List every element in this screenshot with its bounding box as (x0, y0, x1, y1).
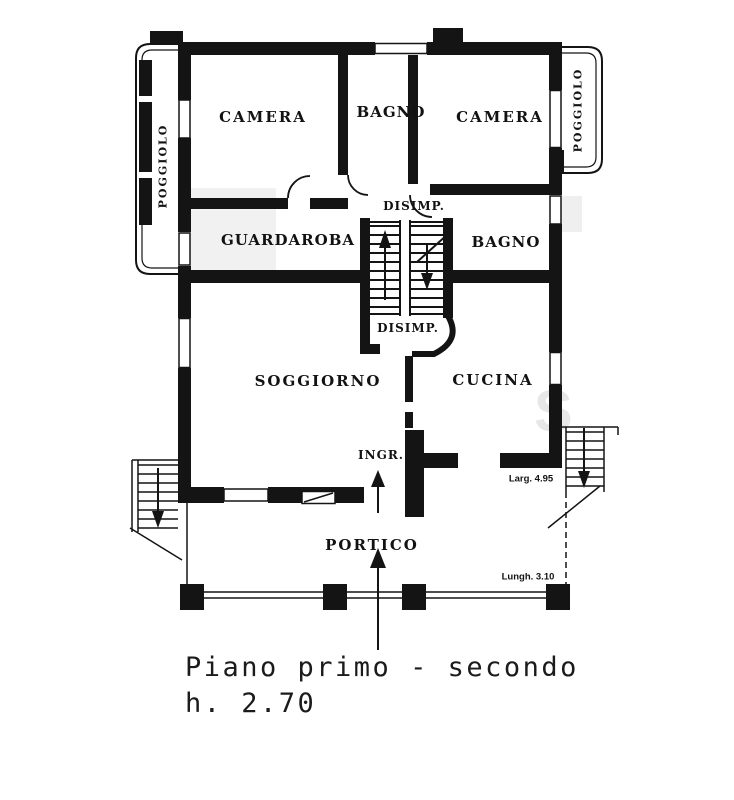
room-label-portico: PORTICO (325, 536, 419, 554)
balcony-right (556, 46, 603, 174)
room-label-disimp-top: DISIMP. (383, 199, 445, 213)
terrain-line (547, 485, 601, 529)
room-label-camera-left: CAMERA (219, 108, 307, 126)
curved-wall (412, 314, 456, 357)
door-arcs (287, 174, 433, 218)
room-label-poggiolo-left: POGGIOLO (156, 123, 170, 209)
entrance-arrow-ingr (371, 470, 385, 513)
room-label-ingresso: INGR. (358, 448, 404, 462)
portico-pillars (180, 584, 570, 610)
room-label-guardaroba: GUARDAROBA (220, 231, 356, 249)
hatch-line (303, 492, 334, 503)
walls (150, 28, 562, 517)
dimension-annotation-lower: Lungh. 3.10 (501, 571, 555, 583)
room-label-bagno-mid: BAGNO (471, 233, 541, 251)
stair-down-arrow (421, 244, 433, 290)
plan-caption-title: Piano primo - secondo (185, 652, 579, 683)
plan-caption-height: h. 2.70 (185, 688, 317, 719)
dimension-annotation-upper: Larg. 4.95 (508, 473, 554, 485)
staircase (370, 220, 456, 357)
entrance-arrow-portico (370, 548, 386, 650)
room-label-soggiorno: SOGGIORNO (254, 372, 382, 390)
stair-up-arrow (379, 230, 391, 300)
stair-break-line (416, 233, 449, 263)
room-label-disimp-bottom: DISIMP. (377, 321, 439, 335)
room-label-camera-right: CAMERA (456, 108, 544, 126)
room-label-cucina: CUCINA (452, 371, 534, 389)
external-stair-right (547, 426, 619, 529)
terrain-line (129, 527, 183, 561)
windows (178, 42, 562, 505)
external-stair-left (129, 459, 183, 561)
room-label-poggiolo-right: POGGIOLO (571, 67, 585, 153)
room-label-bagno-top: BAGNO (356, 103, 426, 121)
balcony-left (135, 43, 183, 275)
